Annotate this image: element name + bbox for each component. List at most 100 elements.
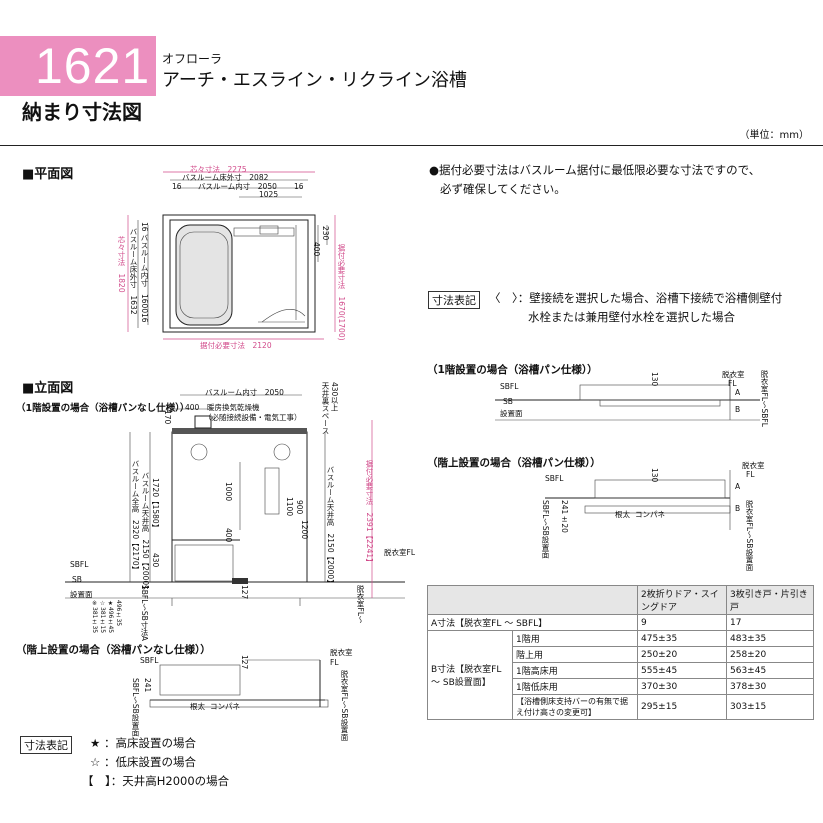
plan-title: ■平面図 [22,167,74,182]
table-cell: 250±20 [637,646,727,663]
pan1-fl: FL [728,379,737,388]
elev-small-2: ☆381±15 [99,600,106,634]
elev-dim-900: 900 [295,500,304,515]
elev-datsui-fl: 脱衣室FL〜 [356,585,365,624]
title-rule [0,145,823,146]
pan2-datsui: 脱衣室 [742,461,765,470]
elev-req-h: 据付必要寸法 2391【2241】 [365,460,374,566]
elev-dim-1000: 1000 [224,482,233,502]
elev-dim-1200: 1200 [300,520,309,540]
pan1-a: A [735,388,741,397]
pan1-sb: SB [503,397,513,406]
elevation-title: ■立面図 [22,381,74,396]
pan1-side: 脱衣室FL〜SBFL [760,370,769,427]
pan2-case: （階上設置の場合（浴槽パン仕様）） [427,457,601,469]
elev-ceiling-space2: 430以上 [330,382,339,412]
elev-h1720: 1720【1580】 [151,478,160,532]
note-paren: 〈 〉：壁接続を選択した場合、浴槽下接続で浴槽側壁付 [489,291,783,305]
table-rowB-label: B寸法【脱衣室FL 〜 SB設置面】 [427,630,513,720]
pan2-side: 脱衣室FL〜SB設置面 [745,500,754,571]
legend-box: 寸法表記 [20,736,72,754]
plan-dim-outer-w: バスルーム床外寸 2082 [182,173,269,182]
table-cell: 1階低床用 [512,678,638,695]
elev-small-4: 496±35 [115,600,122,627]
product-name: アーチ・エスライン・リクライン浴槽 [162,70,467,91]
table-cell: 483±35 [726,630,814,647]
table-cell: 1階高床用 [512,662,638,679]
upper-sb-text: SBFL〜SB設置面 [131,678,140,737]
note-bullet: ●据付必要寸法はバスルーム据付に最低限必要な寸法ですので、 [429,163,761,177]
note-paren-2: 水栓または兼用壁付水栓を選択した場合 [528,310,735,324]
elev-dim-127: 127 [240,585,249,600]
elev-dim-400b: 400 [224,528,233,543]
table-cell: 370±30 [637,678,727,695]
elevation-case1: （1階設置の場合（浴槽パンなし仕様）） [16,403,190,414]
pan1-sbfl: SBFL [500,382,519,391]
plan-dim-16-top: 16 [140,222,149,232]
plan-dim-req-w: 据付必要寸法 2120 [200,341,272,350]
elev-small-1: ※381±35 [91,600,98,634]
plan-dim-1025: 1025 [259,190,279,199]
table-cell: 階上用 [512,646,638,663]
model-number: 1621 [35,38,151,94]
table-header-row: 2枚折りドア・スイングドア 3枚引き戸・片引き戸 [427,585,814,615]
elev-dim-170: 170 [163,410,172,425]
dimension-table: 2枚折りドア・スイングドア 3枚引き戸・片引き戸 A寸法【脱衣室FL 〜 SBF… [427,585,814,720]
pan2-fl: FL [746,470,755,479]
table-cell: 555±45 [637,662,727,679]
elev-ceil-h2: バスルーム天井高 2150【2000】 [326,466,335,587]
elev-sbfl-sb: SBFL〜SB寸法A [140,585,149,641]
legend-box-top: 寸法表記 [428,291,480,309]
upper-sbfl: SBFL [140,656,159,665]
pan2-conpane: コンパネ [635,510,665,519]
table-head-col2: 3枚引き戸・片引き戸 [726,585,814,615]
table-row: A寸法【脱衣室FL 〜 SBFL】 9 17 [427,614,814,631]
pan1-case: （1階設置の場合（浴槽パン仕様）） [427,364,598,376]
elev-dim-400: 400 [185,403,200,412]
elev-sb-surface: 設置面 [70,590,93,599]
pan2-kiso: 根太 [615,510,630,519]
table-cell: 303±15 [726,694,814,720]
pan2-a: A [735,482,741,491]
elev-fan: 暖房換気乾燥機 [207,403,260,412]
upper-datsui: 脱衣室 [330,648,353,657]
plan-dim-230: 230 [321,226,330,241]
table-head-col1: 2枚折りドア・スイングドア [637,585,727,615]
pan1-datsui: 脱衣室 [722,370,745,379]
pan1-b: B [735,405,741,414]
plan-dim-400: 400 [312,242,321,257]
elev-dim-430: 430 [151,553,160,568]
upper-conpane: コンパネ [210,702,240,711]
note-bullet-2: 必ず確保してください。 [440,182,566,196]
elev-sb: SB [72,575,82,584]
plan-dim-shinshin-h: 芯々寸法 1820 [117,236,126,293]
pan2-dim-130: 130 [650,468,659,483]
page-title: 納まり寸法図 [22,100,142,124]
table-cell: 295±15 [637,694,727,720]
table-cell: 17 [726,614,814,631]
table-cell: 9 [637,614,727,631]
unit-label: （単位：mm） [739,130,809,141]
pan2-b: B [735,504,741,513]
elev-small-3: ★496±45 [107,600,114,634]
elev-ceil-h: バスルーム天井高 2150【2000】 [141,472,150,593]
plan-dim-16-left: 16 [172,182,182,191]
elev-dim-1100: 1100 [285,497,294,517]
plan-dim-shinshin-w: 芯々寸法 2275 [190,165,247,174]
table-cell: 563±45 [726,662,814,679]
table-head-corner [427,585,638,615]
upper-fl: FL [330,658,339,667]
plan-dim-inner-w: バスルーム内寸 2050 [198,182,277,191]
elev-fl-datsu: 脱衣室FL [384,548,415,557]
legend-hollow: ☆ ：低床設置の場合 [90,755,196,769]
table-cell: 1階用 [512,630,638,647]
table-rowA-label: A寸法【脱衣室FL 〜 SBFL】 [427,614,638,631]
plan-dim-inner-h: バスルーム内寸 1600 [140,234,149,314]
table-cell: 378±30 [726,678,814,695]
upper-datsui2: 脱衣室FL〜SB設置面 [340,670,349,741]
table-cell: 【浴槽側床支持バーの有無で据え付け高さの変更可】 [512,694,638,720]
table-cell: 475±35 [637,630,727,647]
upper-dim-127: 127 [240,655,249,670]
pan1-dim-130: 130 [650,372,659,387]
upper-kiso: 根太 [190,702,205,711]
